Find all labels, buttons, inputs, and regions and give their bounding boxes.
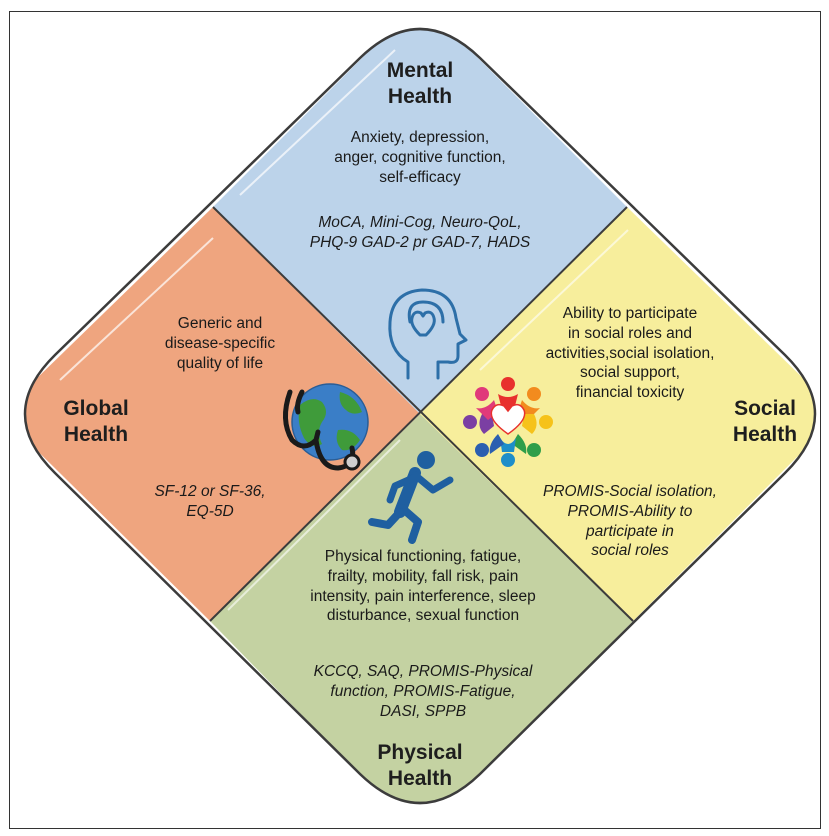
edge-highlight [227,439,401,611]
social-health-quadrant [420,207,815,621]
heart-icon [490,403,526,435]
head-heart-icon [388,288,468,380]
global-health-domains: Generic and disease-specific quality of … [164,315,276,372]
person-figure [500,438,516,467]
physical-health-tools: KCCQ, SAQ, PROMIS-Physical function, PRO… [313,663,533,720]
edge-highlight [59,237,214,381]
figure-border [9,11,821,829]
person-figure [463,414,494,434]
global-health-tools: SF-12 or SF-36, EQ-5D [154,483,266,520]
community-heart-icon [463,377,553,467]
social-health-title: Social Health [732,397,798,447]
global-health-title: Global Health [63,397,129,447]
running-person-icon [368,451,454,544]
divider-line [212,206,634,622]
mental-health-title: Mental Health [386,59,454,109]
edge-highlight [239,49,396,196]
divider-line [209,206,628,622]
diamond-outline [23,27,817,805]
person-figure [522,414,553,434]
physical-health-quadrant [210,414,633,803]
globe-stethoscope-icon [283,383,369,471]
physical-health-title: Physical Health [377,741,463,791]
physical-health-domains: Physical functioning, fatigue, frailty, … [310,548,536,625]
edge-highlight [479,229,629,371]
social-health-tools: PROMIS-Social isolation, PROMIS-Ability … [542,483,717,560]
mental-health-tools: MoCA, Mini-Cog, Neuro-QoL, PHQ-9 GAD-2 p… [309,214,531,251]
mental-health-domains: Anxiety, depression, anger, cognitive fu… [334,129,506,186]
person-figure [475,434,504,457]
social-health-domains: Ability to participate in social roles a… [545,305,715,402]
